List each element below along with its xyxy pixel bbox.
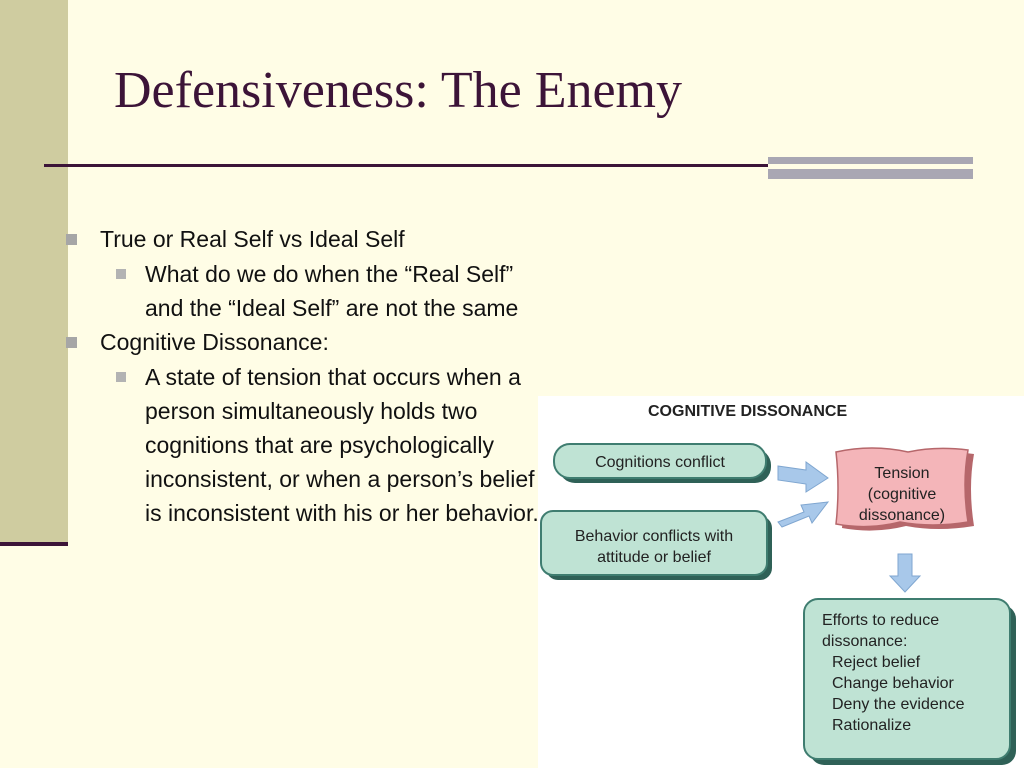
tension-label-line: Tension — [874, 465, 929, 482]
efforts-list-item: Deny the evidence — [832, 696, 965, 713]
tension-box: Tension (cognitive dissonance) — [835, 447, 974, 531]
bullet-square-icon — [66, 337, 77, 348]
box-body — [803, 598, 1011, 760]
efforts-list-item: Rationalize — [832, 717, 911, 734]
bullet-square-icon — [66, 234, 77, 245]
efforts-list-item: Change behavior — [832, 675, 955, 692]
cognitions-conflict-box: Cognitions conflict — [553, 443, 771, 483]
box-body — [553, 443, 767, 479]
cognitions-conflict-label: Cognitions conflict — [595, 454, 725, 471]
efforts-box: Efforts to reduce dissonance: Reject bel… — [803, 598, 1016, 765]
behavior-label-line: Behavior conflicts with — [575, 528, 733, 545]
behavior-conflicts-box: Behavior conflicts with attitude or beli… — [540, 510, 772, 580]
sub-bullet-text: What do we do when the “Real Self” and t… — [145, 261, 519, 321]
behavior-label-line: attitude or belief — [597, 549, 711, 566]
bullet-text: True or Real Self vs Ideal Self — [100, 226, 405, 252]
tension-label-line: (cognitive — [868, 486, 937, 503]
box-body — [540, 510, 768, 576]
sub-bullet-text: A state of tension that occurs when a pe… — [145, 364, 539, 526]
tension-label-line: dissonance) — [859, 507, 945, 524]
efforts-list-item: Reject belief — [832, 654, 921, 671]
arrow-up-right-icon — [777, 501, 830, 528]
efforts-label-line: dissonance: — [822, 633, 907, 650]
slide-title: Defensiveness: The Enemy — [114, 62, 682, 119]
diagram-svg: COGNITIVE DISSONANCE Cognitions conflict… — [540, 403, 1016, 765]
title-rule-accent-gap — [768, 164, 973, 169]
bullet-text: Cognitive Dissonance: — [100, 329, 329, 355]
efforts-label-line: Efforts to reduce — [822, 612, 939, 629]
diagram-title: COGNITIVE DISSONANCE — [648, 403, 847, 420]
title-rule — [44, 164, 774, 167]
arrow-down-icon — [888, 553, 922, 593]
bullet-square-icon — [116, 269, 126, 279]
box-body — [835, 447, 969, 528]
left-accent-rule — [0, 542, 68, 546]
sub-bullet-item: A state of tension that occurs when a pe… — [62, 360, 552, 530]
bullet-square-icon — [116, 372, 126, 382]
cognitive-dissonance-diagram: COGNITIVE DISSONANCE Cognitions conflict… — [538, 396, 1024, 768]
bullet-item: True or Real Self vs Ideal Self — [62, 222, 552, 256]
bullet-list: True or Real Self vs Ideal Self What do … — [62, 222, 552, 530]
left-accent-bar — [0, 0, 68, 542]
bullet-item: Cognitive Dissonance: — [62, 325, 552, 359]
sub-bullet-item: What do we do when the “Real Self” and t… — [62, 257, 552, 325]
arrow-right-icon — [777, 461, 829, 493]
